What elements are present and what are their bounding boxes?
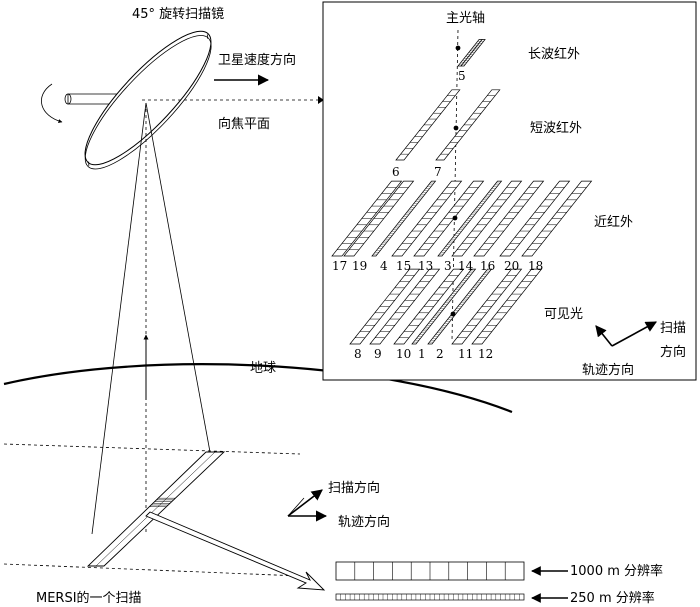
track-dir-label: 轨迹方向 [338,514,390,530]
res-250-strip [335,593,525,601]
earth-label: 地球 [250,361,276,376]
axis-dot [453,125,459,131]
band-num-14: 14 [458,259,474,273]
inset-scan-label: 扫描 [660,321,686,336]
axis-dot [450,311,456,317]
focal-plane-inset: 主光轴 长波红外 短波红外 近红外 可见光 5 6 7 17 19 4 15 1… [322,1,697,381]
axis-dot [455,45,461,51]
array-band-7 [435,89,501,161]
velocity-label: 卫星速度方向 [218,52,296,68]
res-1000-label: 1000 m 分辨率 [570,563,663,579]
band-num-7: 7 [434,165,442,179]
band-num-15: 15 [396,259,411,273]
array-nir-3 [391,180,463,257]
focal-ray-head [318,96,324,104]
resolution-strips: 1000 m 分辨率 250 m 分辨率 [335,561,663,606]
band-num-8: 8 [354,347,362,361]
main-axis-line [451,29,459,341]
detector-arrays [331,39,593,345]
band-num-11: 11 [458,347,473,361]
band-lwir-label: 长波红外 [528,46,580,62]
band-num-10: 10 [396,347,411,361]
focal-label: 向焦平面 [218,116,270,132]
band-num-18: 18 [528,259,543,273]
axle-end [64,93,72,105]
array-nir-4 [413,180,485,257]
band-nir-label: 近红外 [594,214,633,230]
ground-swath: MERSI的一个扫描 扫描方向 轨迹方向 [36,451,390,606]
band-num-13: 13 [418,259,433,273]
band-num-16: 16 [480,259,495,273]
array-vis-6 [471,268,543,345]
earth-curve [3,363,513,414]
array-nir-0 [331,180,403,257]
inset-scan-arrow [611,321,657,347]
earth: 地球 [3,361,513,577]
scan-dir-label: 扫描方向 [328,480,380,496]
array-vis-2 [393,268,465,345]
inset-track-label: 轨迹方向 [582,362,634,378]
band-vis-label: 可见光 [544,307,583,322]
band-num-4: 4 [380,259,388,273]
ground-line-2 [3,563,301,577]
ground-line-1 [3,443,301,455]
array-nir-6 [451,180,523,257]
swath-detail [149,497,176,507]
band-num-12: 12 [478,347,493,361]
band-num-20: 20 [504,259,519,273]
band-num-1: 1 [418,347,426,361]
array-vis-0 [349,268,421,345]
band-num-5: 5 [458,69,466,83]
inset-track-arrow [595,325,613,347]
band-num-2: 2 [436,347,444,361]
band-num-19: 19 [352,259,367,273]
array-vis-1 [369,268,441,345]
array-nir-5 [437,180,503,257]
array-band-5b [460,39,486,67]
band-num-6: 6 [392,165,400,179]
array-nir-7 [473,180,545,257]
band-num-3: 3 [444,259,452,273]
mirror-disc [84,30,212,170]
scan-dir-arrow [287,489,323,517]
detail-arrow [145,511,326,591]
res-1000-strip [335,561,525,581]
swath-label: MERSI的一个扫描 [36,590,142,606]
array-vis-3 [411,268,477,345]
rotation-arrow [41,83,63,123]
array-nir-9 [521,180,593,257]
mirror-label: 45° 旋转扫描镜 [132,7,224,22]
main-axis-label: 主光轴 [446,11,485,26]
array-nir-2 [371,180,437,257]
band-swir-label: 短波红外 [530,120,582,136]
array-vis-5 [451,268,523,345]
scan-mirror: 45° 旋转扫描镜 卫星速度方向 向焦平面 [41,7,324,170]
view-cone [91,102,211,535]
array-band-6 [395,89,461,161]
array-nir-1 [343,180,415,257]
array-nir-8 [499,180,571,257]
res-250-label: 250 m 分辨率 [570,590,655,606]
band-num-17: 17 [332,259,347,273]
axis-dot [452,215,458,221]
band-num-9: 9 [374,347,382,361]
inset-scan-label2: 方向 [660,344,686,360]
array-vis-4 [427,268,493,345]
